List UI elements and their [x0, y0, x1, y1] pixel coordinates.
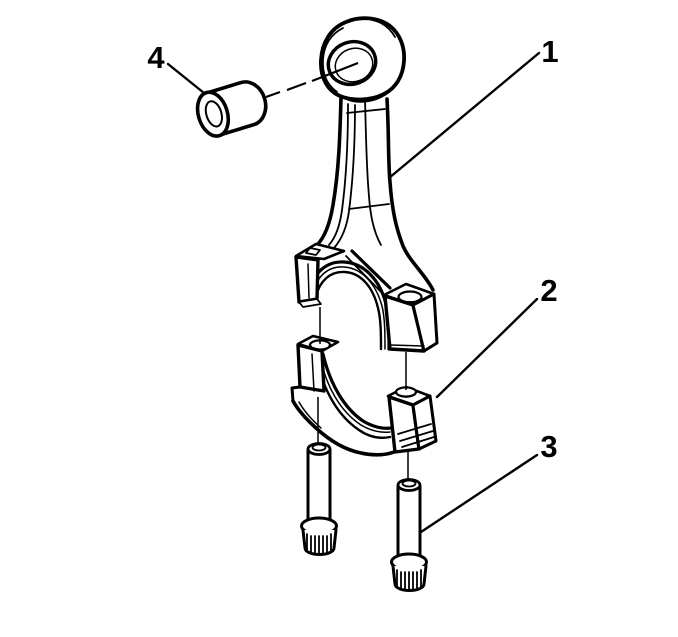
rod-small-end-face-contour	[322, 27, 344, 93]
bolt-right-knurl-teeth	[396, 569, 422, 592]
rod-shaft-web-line-left-b	[333, 104, 356, 249]
pin-bushing-bore	[204, 100, 223, 128]
rod-shaft-rib-tick-upper	[346, 108, 386, 114]
cap-right-boss-hatch-1	[397, 423, 432, 435]
callout-2-leader-line	[435, 297, 539, 399]
rod-shaft-web-line-right	[364, 98, 382, 246]
rod-small-end-neck-contour	[339, 91, 390, 103]
bearing-cap-part	[290, 334, 438, 457]
callout-2-label: 2	[540, 273, 557, 308]
rod-bolt-right	[390, 478, 428, 592]
callout-1-leader-line	[387, 51, 541, 180]
cap-right-boss-hatch-3	[401, 436, 435, 448]
bolt-left-shank-sides	[306, 448, 332, 523]
bolt-left-tip-chamfer	[311, 443, 327, 452]
rod-bearing-shell-inner	[314, 270, 383, 351]
cap-left-boss-step	[290, 385, 302, 403]
cap-right-boss-side-face	[411, 394, 438, 451]
rod-shaft-rib-tick-lower	[348, 203, 390, 210]
pin-assembly-centerline	[265, 61, 359, 99]
rod-bearing-shell-mid-line	[312, 266, 386, 350]
rod-shaft-outline-left	[315, 95, 343, 247]
rod-right-boss-chamfer-line	[389, 344, 425, 347]
bolt-right-tip-chamfer	[401, 479, 417, 488]
rod-shaft-flare-edge	[350, 249, 392, 290]
callout-3-label: 3	[540, 429, 557, 464]
bolt-right-shank-sides	[396, 484, 422, 559]
connecting-rod-part	[294, 16, 439, 353]
rod-left-boss-front-face	[294, 255, 320, 304]
rod-pin-bore-outer	[326, 39, 378, 87]
rod-bolt-left	[300, 442, 338, 556]
rod-right-boss-side-face	[411, 292, 439, 353]
callout-4-leader-line	[166, 62, 206, 95]
cap-left-boss-front-face	[296, 343, 326, 393]
callouts: 1 2 3 4	[147, 34, 559, 534]
cap-bottom-inner-line	[298, 401, 322, 429]
rod-shaft-outline-right	[385, 97, 435, 292]
assembly-centerlines	[317, 307, 409, 481]
cap-bearing-saddle-outer	[321, 352, 393, 430]
rod-left-boss-split-face	[298, 298, 322, 308]
pin-bushing-part	[195, 80, 268, 138]
rod-left-boss-notch	[305, 247, 321, 256]
cap-right-boss-hatch-2	[399, 430, 434, 442]
callout-4-label: 4	[147, 40, 165, 75]
cap-left-boss-edge-line	[311, 353, 315, 392]
cap-bottom-outline	[291, 399, 396, 457]
rod-small-end-top-contour	[371, 19, 396, 38]
cap-right-boss-bolt-hole-rim	[396, 392, 416, 398]
callout-3-leader-line	[419, 453, 539, 534]
bolt-left-knurl-teeth	[306, 533, 332, 556]
cap-bearing-shell-mid-line	[319, 355, 391, 433]
rod-left-boss-edge-line	[307, 263, 310, 299]
rod-shaft-web-line-left-a	[328, 103, 349, 246]
callout-1-label: 1	[541, 34, 558, 69]
